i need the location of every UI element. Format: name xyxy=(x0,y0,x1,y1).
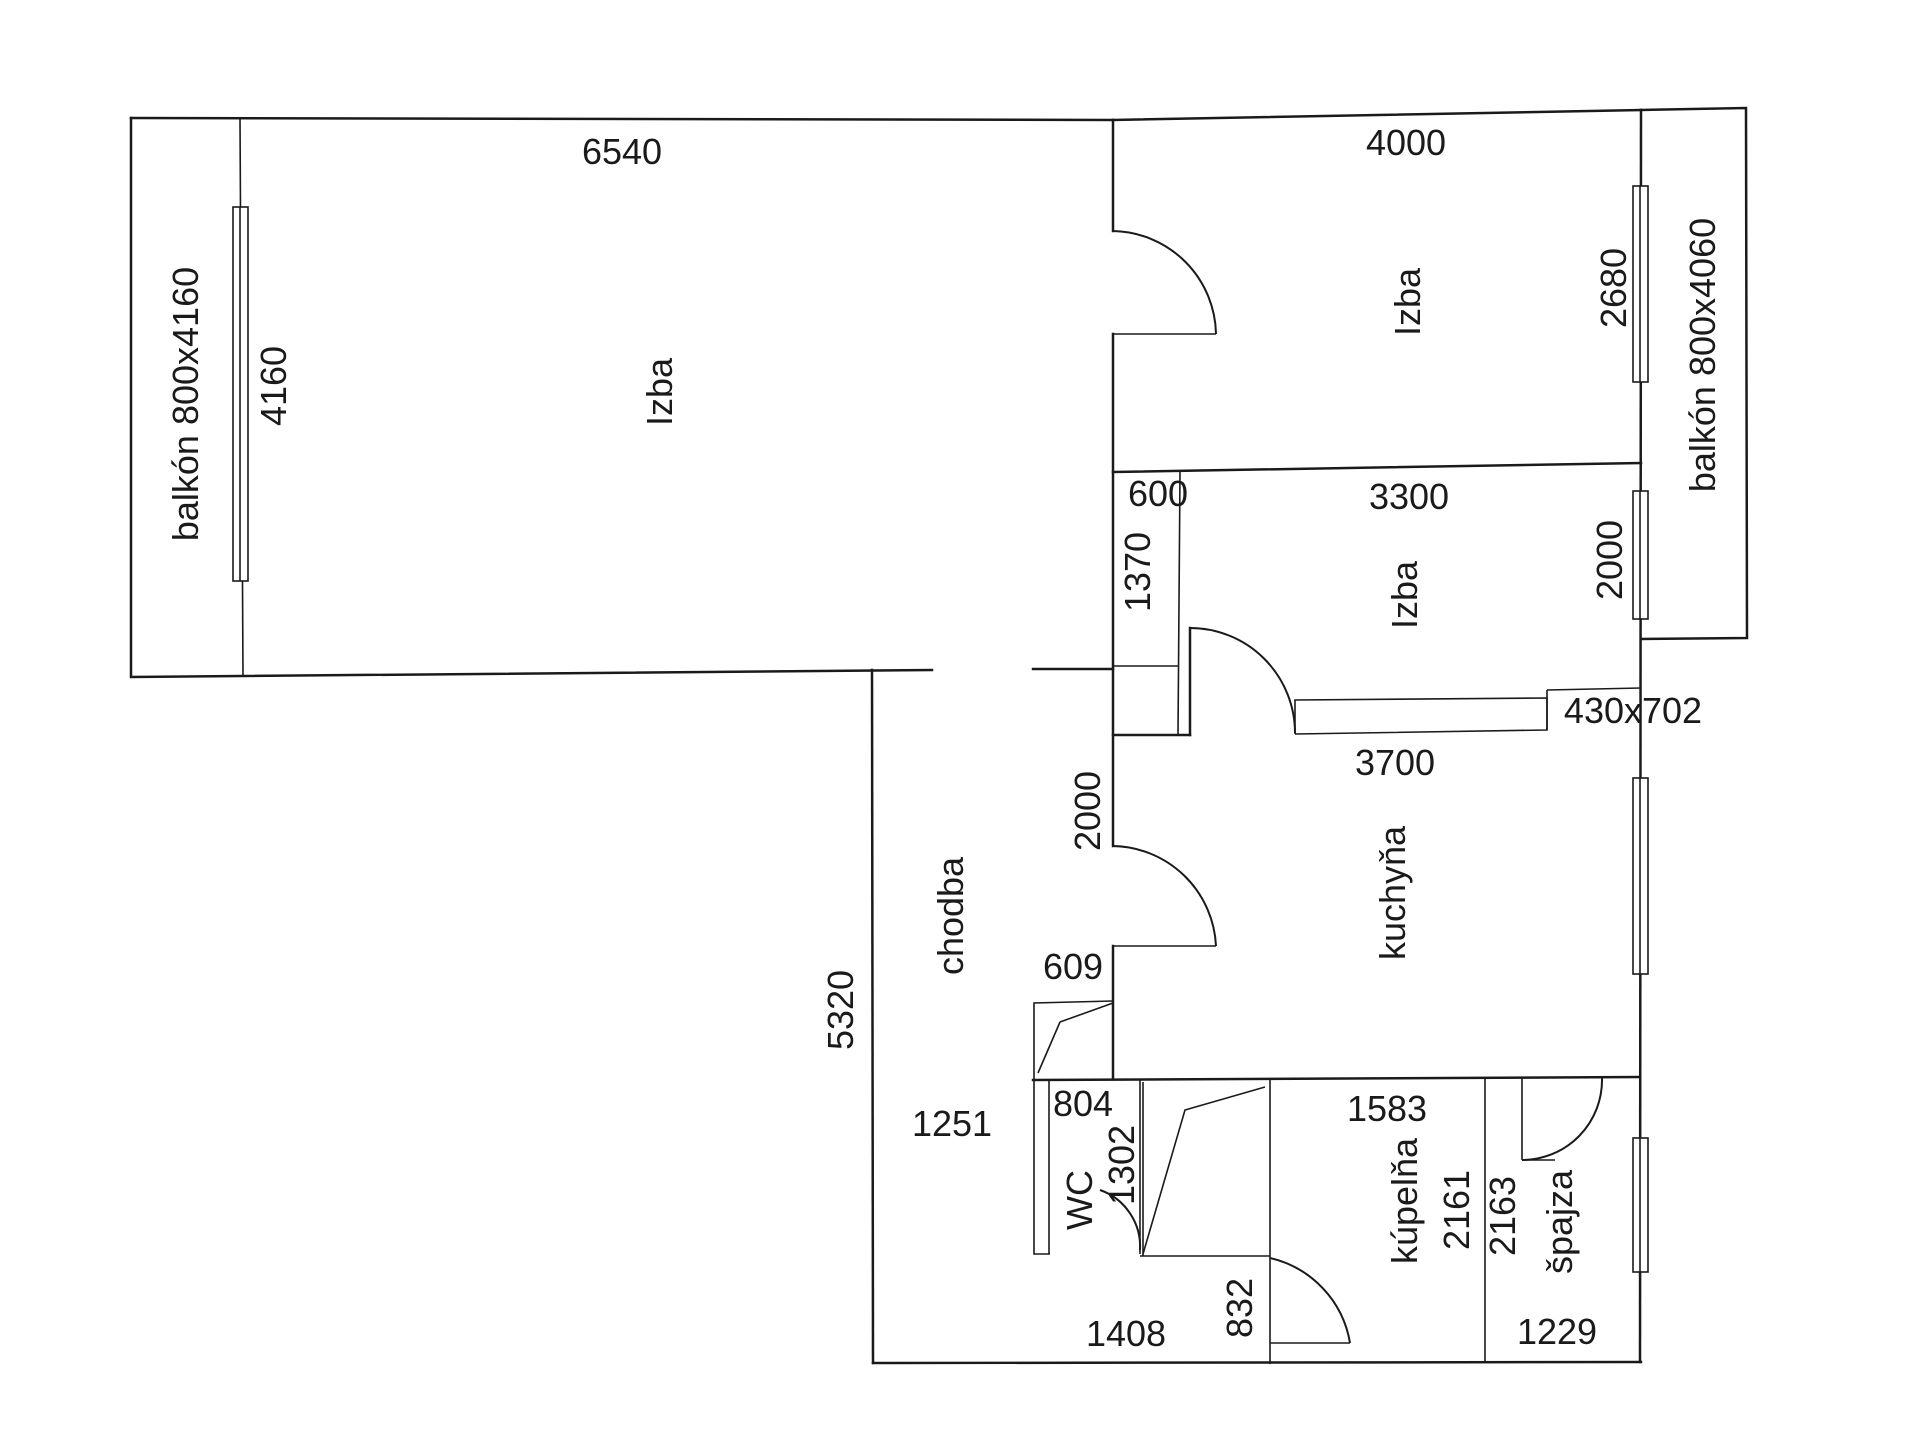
dim-corridor-notch: 609 xyxy=(1043,946,1103,987)
room-labels: Izba Izba Izba balkón 800x4160 balkón 80… xyxy=(165,218,1723,1274)
dim-left-window: 4160 xyxy=(253,346,294,426)
label-balkon-left: balkón 800x4160 xyxy=(165,267,206,541)
wc-leaf-top xyxy=(1059,1002,1114,1023)
dim-middle-left-height: 1370 xyxy=(1117,532,1158,612)
label-spajza: špajza xyxy=(1539,1169,1580,1274)
outer-wall-bottom xyxy=(871,1360,1643,1365)
balconies xyxy=(232,106,1749,677)
label-wc: WC xyxy=(1059,1170,1100,1230)
dimension-labels: 6540 4000 4160 2680 600 3300 1370 2000 4… xyxy=(253,122,1702,1354)
wc-leaf xyxy=(1037,1021,1061,1074)
niche-430x702 xyxy=(1294,697,1548,735)
dim-kitchen-left-height: 2000 xyxy=(1067,771,1108,851)
bath-tub-shape xyxy=(1142,1086,1266,1255)
closet-right-wall xyxy=(1177,471,1181,736)
dim-top-left-width: 6540 xyxy=(582,131,662,172)
door-arc-pantry xyxy=(1521,1077,1604,1161)
wall-upper-izba-bottom xyxy=(1111,461,1643,474)
dim-bath-height: 2161 xyxy=(1436,1170,1477,1250)
dim-top-right-width: 4000 xyxy=(1366,122,1446,163)
dim-middle-right-window: 2000 xyxy=(1589,520,1630,600)
dim-middle-room-width: 3300 xyxy=(1369,476,1449,517)
right-balcony-outline xyxy=(1639,106,1749,641)
wall-bath-block-top xyxy=(1031,1075,1642,1082)
wc-enclosure xyxy=(1033,1000,1114,1255)
dim-wc-height: 1302 xyxy=(1101,1125,1142,1205)
doors xyxy=(1099,230,1604,1344)
label-balkon-right: balkón 800x4060 xyxy=(1682,218,1723,492)
dim-bath-width: 1583 xyxy=(1347,1088,1427,1129)
dim-kitchen-width: 3700 xyxy=(1355,742,1435,783)
dim-small-left-width: 600 xyxy=(1128,473,1188,514)
corridor-left-wall xyxy=(870,668,875,1365)
dim-wc-width: 804 xyxy=(1053,1083,1113,1124)
door-arc-upper-izba xyxy=(1112,230,1217,335)
niche-right-box xyxy=(1546,687,1642,691)
dim-niche: 430x702 xyxy=(1564,690,1702,731)
dim-corridor-width: 1251 xyxy=(912,1103,992,1144)
dim-bath-door: 832 xyxy=(1219,1278,1260,1338)
label-chodba: chodba xyxy=(930,856,971,975)
dim-pantry-height: 2163 xyxy=(1482,1176,1523,1256)
outer-wall-top xyxy=(129,116,934,679)
dim-pantry-width: 1229 xyxy=(1517,1311,1597,1352)
label-izba-upper-right: Izba xyxy=(1387,267,1428,336)
dim-right-upper-window: 2680 xyxy=(1593,248,1634,328)
door-arc-bath xyxy=(1269,1257,1351,1344)
outer-wall-top-right xyxy=(1111,108,1643,122)
door-arc-kitchen xyxy=(1112,845,1217,947)
label-izba-middle: Izba xyxy=(1384,560,1425,629)
label-kupelna: kúpelňa xyxy=(1384,1137,1425,1264)
door-arc-wc xyxy=(1099,1189,1142,1251)
dim-corridor-bottom: 1408 xyxy=(1086,1313,1166,1354)
door-arc-middle-izba xyxy=(1189,627,1296,734)
label-kuchyna: kuchyňa xyxy=(1372,825,1413,960)
dim-corridor-length: 5320 xyxy=(820,970,861,1050)
outer-wall-left-block xyxy=(129,116,1115,122)
label-izba-large: Izba xyxy=(639,357,680,426)
interior-walls xyxy=(1031,118,1649,1364)
